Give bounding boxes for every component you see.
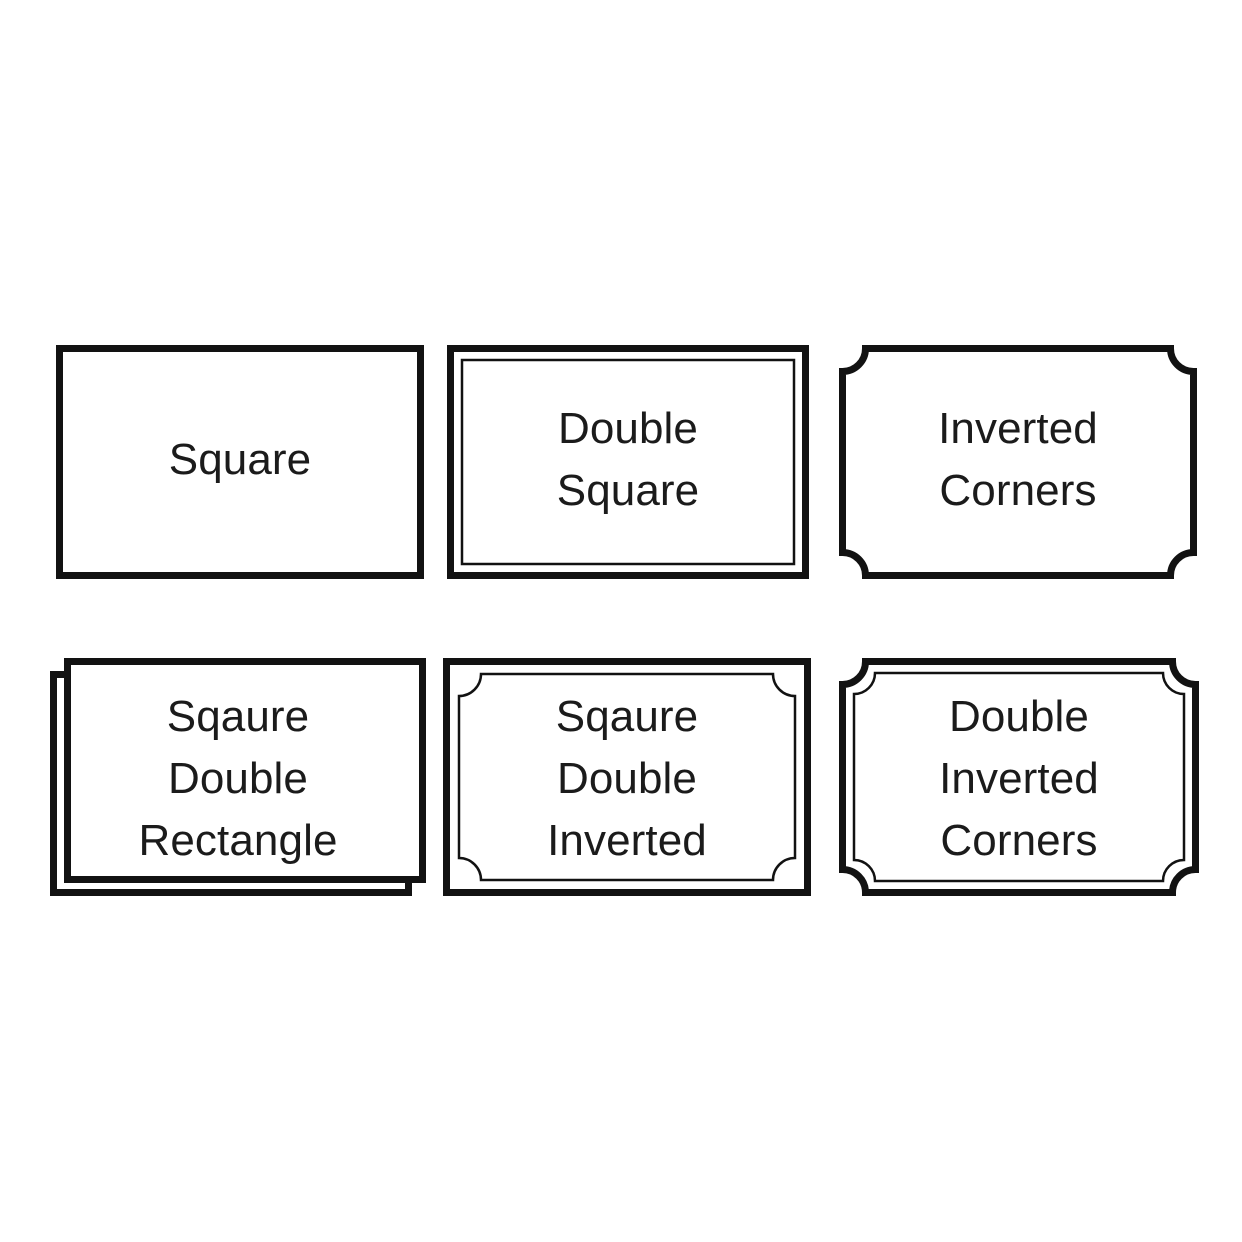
offset-double-rectangle-frame-icon: [50, 658, 426, 896]
shape-card-double-inverted-corners[interactable]: Double Inverted Corners: [839, 658, 1199, 896]
shape-card-square-double-rectangle[interactable]: Sqaure Double Rectangle: [50, 658, 426, 896]
shape-card-square[interactable]: Square: [56, 345, 424, 579]
double-square-frame-icon: [447, 345, 809, 579]
square-frame-icon: [56, 345, 424, 579]
shape-card-sqaure-double-inverted[interactable]: Sqaure Double Inverted: [443, 658, 811, 896]
shape-card-double-square[interactable]: Double Square: [447, 345, 809, 579]
inverted-corners-frame-icon: [839, 345, 1197, 579]
double-inverted-corners-frame-icon: [839, 658, 1199, 896]
shape-card-inverted-corners[interactable]: Inverted Corners: [839, 345, 1197, 579]
square-outer-inverted-inner-frame-icon: [443, 658, 811, 896]
